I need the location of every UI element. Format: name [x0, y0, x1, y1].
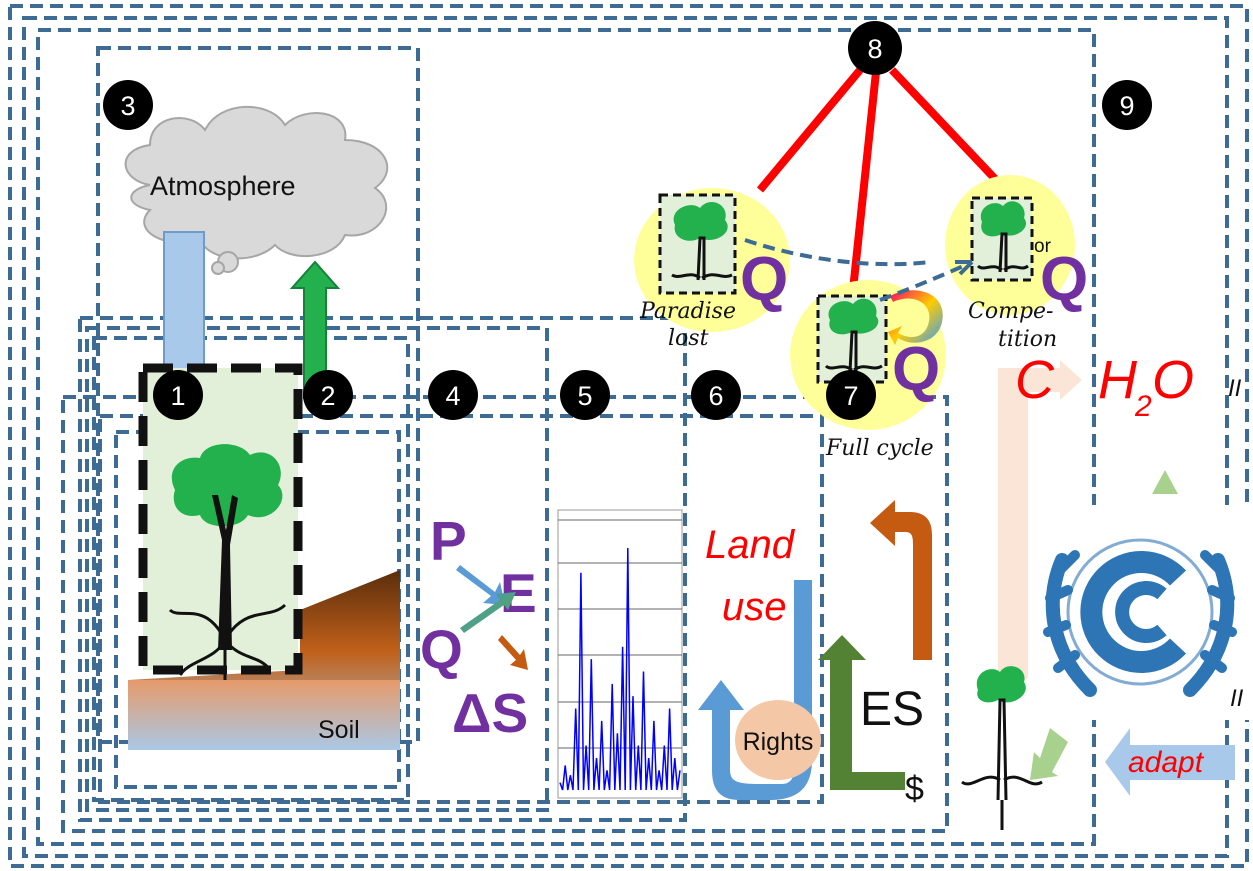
- water-up-arrow-icon: [1152, 470, 1178, 494]
- es-return-arrow-icon: [870, 500, 932, 660]
- tree-icon: [168, 444, 287, 680]
- svg-text:9: 9: [1119, 91, 1134, 121]
- frame-3: [96, 46, 420, 744]
- svg-text:4: 4: [445, 381, 460, 411]
- tree-box: [138, 363, 303, 675]
- un-emblem-icon: [1028, 505, 1253, 720]
- q-symbol-3: Q: [1040, 245, 1088, 314]
- scenario-full-cycle: Q Full cycle: [790, 280, 946, 461]
- soil-panel: Soil: [128, 363, 400, 750]
- land-use-panel: Land use Rights: [698, 523, 821, 800]
- frame-8: [36, 28, 1096, 846]
- frame-7: [61, 395, 949, 833]
- es-label: ES: [860, 683, 924, 736]
- paradise-lost-label-2: lost: [668, 326, 709, 351]
- paradise-lost-label-1: Paradise: [639, 299, 736, 324]
- wb-e-label: E: [500, 562, 537, 624]
- h2o-h: H: [1098, 350, 1138, 410]
- scenario-flow-arrowhead: [955, 260, 974, 276]
- frame-4: [92, 336, 410, 802]
- tree-icon: [961, 666, 1043, 830]
- h2o-label: H 2 O: [1098, 350, 1194, 423]
- land-use-label-2: use: [722, 585, 787, 629]
- svg-text:7: 7: [843, 381, 858, 411]
- adapt-label: adapt: [1128, 746, 1205, 779]
- q-symbol-1: Q: [740, 245, 788, 314]
- hydrograph-line: [559, 547, 681, 791]
- frame-6: [78, 316, 687, 822]
- water-balance-panel: P E Q ΔS: [420, 510, 537, 744]
- tree-icon: [980, 201, 1027, 237]
- carbon-flow-arrow-icon: [998, 368, 1028, 700]
- h2o-o: O: [1152, 350, 1194, 410]
- money-arrow-icon: [818, 635, 905, 790]
- competition-label-2: tition: [998, 327, 1057, 352]
- soil-label: Soil: [318, 716, 360, 744]
- svg-text:1: 1: [170, 381, 185, 411]
- wb-ds-label: ΔS: [452, 682, 528, 744]
- scenario-paradise-lost: Q Paradise lost: [634, 188, 790, 351]
- storage-arrow-icon: [498, 635, 528, 670]
- marker-2: 2: [303, 370, 353, 420]
- ecosystem-services-panel: ES $: [818, 500, 932, 808]
- scenario-links: [756, 67, 1001, 291]
- marker-8: 8: [848, 21, 902, 75]
- land-use-label-1: Land: [705, 523, 796, 567]
- land-use-arrow-icon: [698, 580, 812, 800]
- or-label: or: [1034, 236, 1052, 257]
- rights-label: Rights: [743, 728, 814, 756]
- dollar-label: $: [905, 770, 924, 808]
- tree-icon: [673, 201, 728, 241]
- tree-icon: [828, 298, 879, 335]
- scenario-flow-lower: [879, 260, 973, 302]
- h2o-subscript: 2: [1134, 390, 1152, 423]
- edge-label-bottom: II: [1230, 685, 1244, 712]
- svg-text:3: 3: [120, 91, 135, 121]
- marker-9: 9: [1102, 80, 1152, 130]
- svg-text:2: 2: [320, 381, 335, 411]
- frame-9-inner: [22, 16, 1229, 858]
- carbon-label: C: [1015, 350, 1055, 410]
- full-cycle-label: Full cycle: [825, 436, 934, 461]
- wb-p-label: P: [430, 510, 467, 572]
- q-to-e-arrow-icon: [460, 592, 516, 633]
- carbon-arrow-icon: [1000, 360, 1082, 400]
- svg-text:8: 8: [867, 34, 882, 64]
- svg-text:6: 6: [708, 381, 723, 411]
- hydrograph-panel: [557, 509, 683, 799]
- global-panel: C H 2 O adapt: [961, 350, 1253, 830]
- marker-7: 7: [826, 370, 876, 420]
- adapt-arrow-icon: [1105, 728, 1235, 796]
- frame-9-outer: [8, 4, 1249, 868]
- atmosphere-label: Atmosphere: [150, 171, 296, 201]
- marker-1: 1: [153, 370, 203, 420]
- cycle-arrow-icon: [888, 290, 943, 345]
- marker-4: 4: [428, 370, 478, 420]
- scenario-flow-upper: [744, 238, 931, 267]
- marker-3: 3: [103, 80, 153, 130]
- edge-label-top: II: [1228, 375, 1242, 402]
- q-symbol-2: Q: [892, 335, 940, 404]
- competition-label-1: Compe-: [968, 299, 1053, 324]
- down-arrow-icon: [1030, 728, 1068, 780]
- marker-5: 5: [560, 370, 610, 420]
- p-to-e-arrow-icon: [456, 565, 505, 605]
- marker-6: 6: [691, 370, 741, 420]
- rights-circle: [735, 700, 821, 780]
- scenario-competition: or Q Compe- tition: [945, 175, 1088, 352]
- svg-text:5: 5: [577, 381, 592, 411]
- wb-q-label: Q: [420, 618, 463, 680]
